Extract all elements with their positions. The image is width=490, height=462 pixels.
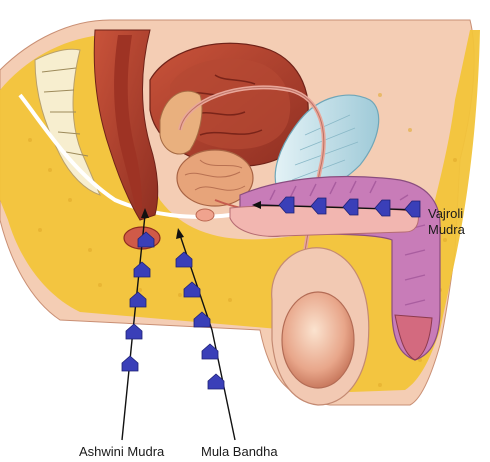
ashwini-marker xyxy=(121,355,139,372)
pubic-bone-texture xyxy=(291,114,359,181)
mula-marker xyxy=(193,311,211,328)
label-mula-bandha: Mula Bandha xyxy=(201,444,278,459)
bulbourethral-gland xyxy=(195,208,215,222)
vajroli-marker xyxy=(342,198,359,216)
mula-marker xyxy=(201,343,219,360)
ashwini-markers xyxy=(121,231,155,372)
ashwini-marker xyxy=(137,231,155,248)
glans xyxy=(394,314,433,361)
mula-markers xyxy=(175,251,225,390)
sacrum-segments xyxy=(41,67,89,157)
rectum-lumen xyxy=(114,35,142,210)
peritoneal-line xyxy=(18,93,231,219)
ashwini-marker xyxy=(125,323,143,340)
testis xyxy=(281,291,355,389)
vajroli-marker xyxy=(374,199,391,217)
ashwini-arrowhead xyxy=(141,208,149,218)
vajroli-markers xyxy=(278,196,421,218)
sacrum xyxy=(34,48,101,196)
mula-marker xyxy=(183,281,201,298)
mula-marker xyxy=(207,373,225,390)
label-ashwini-mudra: Ashwini Mudra xyxy=(79,444,165,459)
mula-marker xyxy=(175,251,193,268)
vajroli-marker xyxy=(310,197,327,215)
vajroli-arrowhead xyxy=(252,201,261,209)
vajroli-marker xyxy=(404,200,421,218)
mula-arrowhead xyxy=(176,228,184,239)
label-vajroli-mudra: Vajroli Mudra xyxy=(428,206,465,238)
label-vajroli-line1: Vajroli xyxy=(428,206,464,221)
vajroli-marker xyxy=(278,196,295,214)
label-vajroli-line2: Mudra xyxy=(428,222,465,237)
prostate-lobes xyxy=(184,159,246,191)
pubic-bone xyxy=(274,94,380,197)
prostate xyxy=(176,149,254,207)
ashwini-marker xyxy=(129,291,147,308)
ashwini-arrow-line xyxy=(121,214,146,441)
ashwini-marker xyxy=(133,261,151,278)
